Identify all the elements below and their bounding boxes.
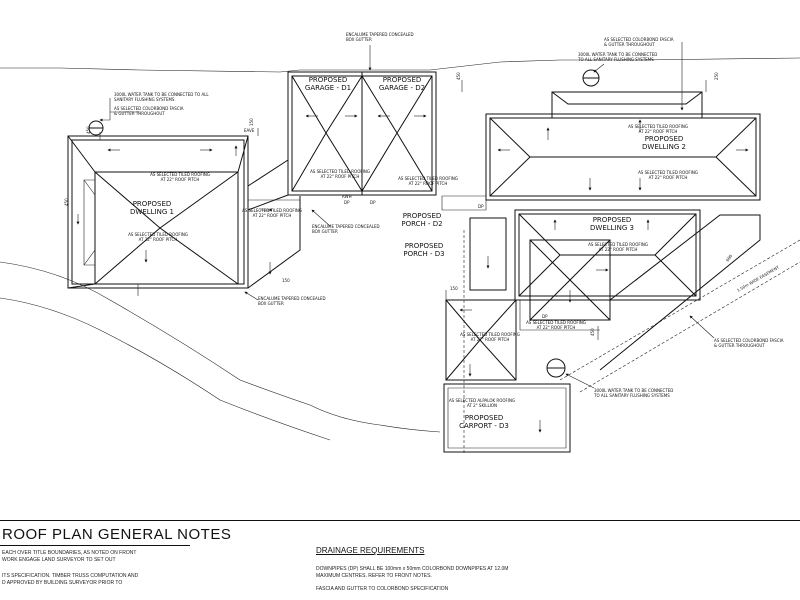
dimension-marks [99,80,707,340]
dim-450-d1: 450 [86,126,91,134]
drainage-line-1: DOWNPIPES (DP) SHALL BE 100mm x 50mm COL… [316,566,509,572]
drainage-line-2: MAXIMUM CENTRES. REFER TO FRONT NOTES. [316,573,432,579]
note-fascia-right: AS SELECTED COLORBOND FASCIA& GUTTER THR… [714,338,784,348]
drainage-heading: DRAINAGE REQUIREMENTS [316,546,425,555]
dim-rwh-garage: RWH [342,194,352,199]
dim-eave-d1: EAVE [244,128,255,133]
dim-450-d3: 450 [590,328,595,336]
carport-d3-roof [443,217,571,455]
note-easement: 1.50m WIDE EASEMENT [736,264,780,293]
dim-dp-garage: DP [344,200,350,205]
notes-line-4: D APPROVED BY BUILDING SURVEYOR PRIOR TO [2,580,123,586]
dim-dp-d2: DP [478,204,484,209]
dwelling-2-roof [441,69,761,211]
leader-lines [99,42,715,389]
dimension-labels: 450 450 150 150 450 250 450 150 600 EAVE… [64,72,733,336]
boundary-line-slope [0,261,441,433]
dim-150-carport: 150 [450,286,458,291]
dwelling-1-roof [67,120,249,289]
dim-dp-d3: DP [542,314,548,319]
dim-450-d1-lower: 450 [64,198,69,206]
dim-150-d1: 150 [249,118,254,126]
note-fascia-top-right: AS SELECTED COLORBOND FASCIA& GUTTER THR… [604,37,674,47]
notes-rule [0,520,800,521]
boundary-line-slope-2 [0,297,331,441]
drainage-line-3: FASCIA AND GUTTER TO COLORBOND SPECIFICA… [316,586,449,592]
easement-line-2 [579,261,800,393]
flow-arrows [76,114,749,433]
note-fascia-left: AS SELECTED COLORBOND FASCIA& GUTTER THR… [114,106,184,116]
notes-title: ROOF PLAN GENERAL NOTES [2,526,232,543]
dwelling-3-roof [514,209,761,378]
notes-line-1: EACH OVER TITLE BOUNDARIES, AS NOTED ON … [2,550,137,556]
notes-title-underline [0,545,190,546]
dim-450-d2: 450 [456,72,461,80]
notes-line-3: ITS SPECIFICATION. TIMBER TRUSS COMPUTAT… [2,573,139,579]
boundary-line-top [0,57,800,73]
notes-line-2: WORK ENGAGE LAND SURVEYOR TO SET OUT [2,557,116,563]
easement-line [559,239,800,381]
dim-dp-garage-2: DP [370,200,376,205]
garages-roof [247,71,437,289]
dim-150-link: 150 [282,278,290,283]
dim-600-right: 600 [725,253,734,262]
dim-250-d2: 250 [714,72,719,80]
